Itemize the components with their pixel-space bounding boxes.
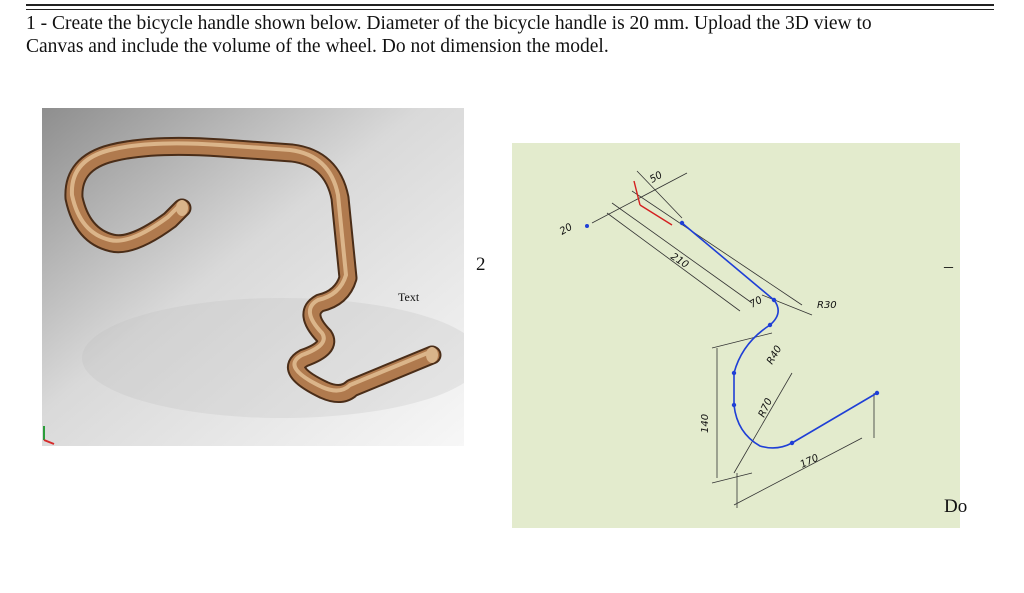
sketch-svg: 50 20 210 70 R30 R40 R70 140 170 — [558, 170, 880, 508]
page-number: 2 — [476, 254, 486, 275]
tube-highlight — [69, 141, 432, 393]
dash-mark: – — [944, 256, 953, 276]
render-background — [42, 108, 464, 446]
instruction-text: 1 - Create the bicycle handle shown belo… — [26, 12, 986, 58]
axis-x-icon — [43, 439, 55, 445]
tube-end-left — [176, 200, 188, 216]
dim-170: 170 — [799, 453, 821, 471]
dim-r30: R30 — [817, 300, 837, 311]
render-callout-text: Text — [398, 290, 420, 304]
sketch-points — [585, 220, 880, 446]
dim-r40: R40 — [765, 344, 784, 367]
sketch-drawing-panel: 50 20 210 70 R30 R40 R70 140 170 — [512, 143, 960, 528]
bicycle-handle-3d-render: Text — [42, 108, 464, 446]
trailing-text: Do — [944, 496, 968, 517]
dimension-lines — [591, 170, 875, 508]
dim-140: 140 — [700, 414, 711, 433]
instruction-line-2: Canvas and include the volume of the whe… — [26, 36, 609, 57]
dim-20: 20 — [558, 222, 575, 238]
red-dimension-markers — [633, 180, 673, 226]
dim-70: 70 — [748, 295, 765, 311]
dim-210: 210 — [668, 251, 690, 271]
header-rule-thick — [26, 4, 994, 6]
sketch-path — [681, 222, 878, 449]
dim-50: 50 — [648, 170, 665, 186]
tube-end-right — [426, 347, 438, 363]
header-rule-thin — [26, 9, 994, 10]
render-svg — [42, 108, 464, 446]
dim-r70: R70 — [757, 397, 775, 419]
instruction-line-1: 1 - Create the bicycle handle shown belo… — [26, 13, 872, 34]
